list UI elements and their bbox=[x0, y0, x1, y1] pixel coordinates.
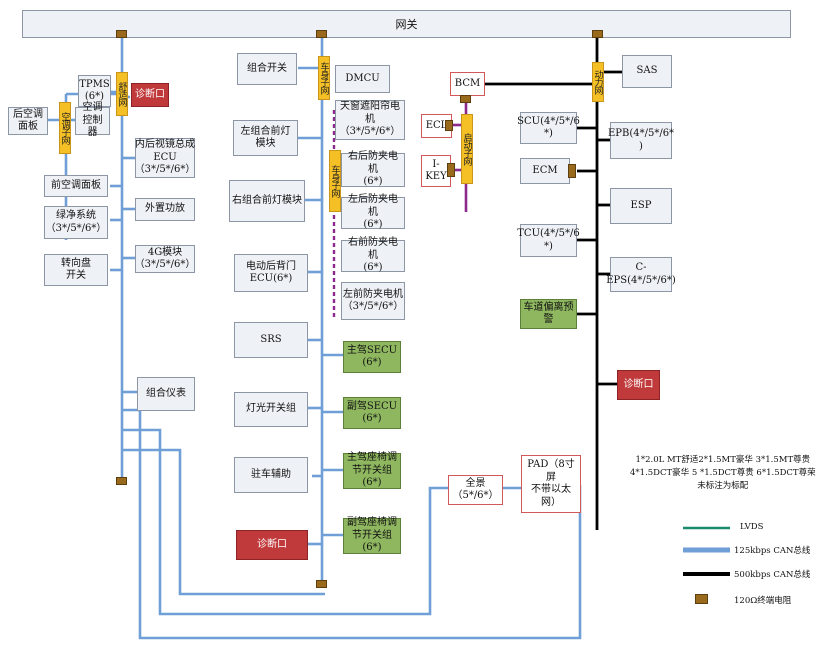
tpms-module: TPMS (6*) bbox=[78, 75, 111, 107]
bus-label-ac: 空调子网 bbox=[59, 102, 71, 154]
diag-port-power[interactable]: 诊断口 bbox=[617, 370, 660, 400]
config-note-line: 4*1.5DCT豪华 5 *1.5DCT尊贵 6*1.5DCT尊荣 bbox=[630, 467, 816, 478]
config-note-line: 1*2.0L MT舒适2*1.5MT豪华 3*1.5MT尊贵 bbox=[635, 455, 811, 465]
tcu-module: TCU(4*/5*/6 *) bbox=[517, 224, 580, 257]
rf-anti-pinch-motor: 右前防夹电机 (6*) bbox=[341, 237, 405, 273]
combo-switch: 组合开关 bbox=[237, 53, 297, 85]
sas-module: SAS bbox=[622, 55, 672, 88]
epb-module: EPB(4*/5*/6* ) bbox=[608, 122, 674, 159]
instrument-cluster: 组合仪表 bbox=[137, 377, 195, 411]
bus-label-power: 动力网 bbox=[592, 62, 604, 102]
gateway: 网关 bbox=[22, 10, 791, 38]
config-note-line: 未标注为标配 bbox=[697, 480, 749, 491]
light-switch-group: 灯光开关组 bbox=[234, 392, 308, 427]
bus-label-body: 车身子网 bbox=[318, 56, 330, 100]
sunroof-motor: 天窗遮阳帘电 机（3*/5*/6*） bbox=[335, 100, 405, 140]
legend-lvds: LVDS bbox=[740, 522, 764, 532]
diag-port-comfort[interactable]: 诊断口 bbox=[131, 83, 169, 107]
purifier-system: 绿净系统 （3*/5*/6*） bbox=[44, 206, 108, 239]
terminal-resistor bbox=[568, 164, 576, 178]
front-ac-panel: 前空调面板 bbox=[44, 175, 108, 197]
dmcu: DMCU bbox=[335, 65, 390, 93]
external-amplifier: 外置功放 bbox=[135, 198, 195, 221]
driver-seat-switch: 主驾座椅调 节开关组(6*) bbox=[343, 452, 401, 489]
steering-wheel-switch: 转向盘 开关 bbox=[44, 254, 108, 286]
diag-port-body[interactable]: 诊断口 bbox=[236, 530, 308, 560]
terminal-resistor bbox=[316, 580, 327, 588]
bus-label-body-lin: 车身子网 bbox=[329, 150, 341, 212]
driver-secu: 主驾SECU (6*) bbox=[343, 341, 401, 373]
tailgate-ecu: 电动后背门 ECU(6*) bbox=[234, 254, 308, 292]
legend-can125: 125kbps CAN总线 bbox=[734, 546, 811, 556]
rr-anti-pinch-motor: 右后防夹电机 (6*) bbox=[341, 151, 405, 187]
rear-ac-panel: 后空调面板 bbox=[8, 107, 48, 135]
ac-controller: 空调 控制器 bbox=[75, 102, 110, 138]
lr-anti-pinch-motor: 左后防夹电机 (6*) bbox=[341, 194, 405, 230]
legend-resistor-icon bbox=[695, 594, 708, 604]
lf-anti-pinch-motor: 左前防夹电机 （3*/5*/6*） bbox=[341, 282, 405, 320]
panorama-module: 全景（5*/6*） bbox=[448, 475, 503, 505]
c-eps-module: C- EPS(4*/5*/6*) bbox=[606, 257, 676, 292]
4g-module: 4G模块 （3*/5*/6*） bbox=[135, 245, 195, 273]
bus-label-start: 启动子网 bbox=[461, 114, 473, 184]
left-headlamp-module: 左组合前灯模块 bbox=[233, 120, 298, 156]
terminal-resistor bbox=[447, 163, 455, 177]
mirror-ecu: 内后视镜总成 ECU （3*/5*/6*） bbox=[135, 138, 195, 178]
terminal-resistor bbox=[592, 30, 603, 38]
config-notes: 1*2.0L MT舒适2*1.5MT豪华 3*1.5MT尊贵 4*1.5DCT豪… bbox=[630, 454, 816, 492]
terminal-resistor bbox=[316, 30, 327, 38]
parking-assist: 驻车辅助 bbox=[234, 457, 308, 493]
terminal-resistor bbox=[445, 120, 453, 131]
srs-module: SRS bbox=[234, 322, 308, 358]
passenger-seat-switch: 副驾座椅调 节开关组(6*) bbox=[343, 517, 401, 554]
ecm-module: ECM bbox=[520, 158, 570, 184]
pad-display: PAD（8寸屏 不带以太网） bbox=[521, 455, 581, 513]
terminal-resistor bbox=[460, 95, 471, 103]
legend-can500: 500kbps CAN总线 bbox=[734, 570, 811, 580]
passenger-secu: 副驾SECU (6*) bbox=[343, 397, 401, 429]
lane-departure-warning: 车道偏离预 警 bbox=[520, 299, 577, 329]
esp-module: ESP bbox=[610, 188, 672, 224]
bcm-module: BCM bbox=[450, 72, 485, 96]
scu-module: SCU(4*/5*/6 *) bbox=[517, 112, 580, 144]
terminal-resistor bbox=[116, 30, 127, 38]
terminal-resistor bbox=[116, 477, 127, 485]
right-headlamp-module: 右组合前灯模块 bbox=[229, 180, 305, 222]
legend-resistor: 120Ω终端电阻 bbox=[734, 596, 792, 606]
bus-label-comfort: 舒适网 bbox=[116, 72, 128, 116]
